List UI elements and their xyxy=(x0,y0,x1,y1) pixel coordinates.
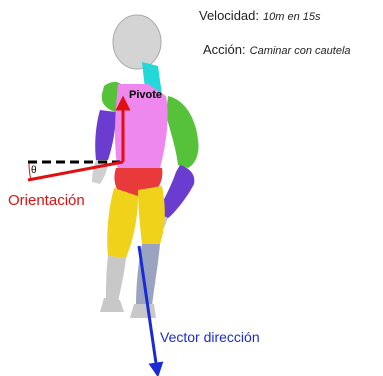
human-figure xyxy=(92,15,199,318)
left-thigh xyxy=(107,188,138,258)
velocity-value: 10m en 15s xyxy=(263,11,320,23)
orientation-diagonal xyxy=(28,162,123,180)
action-info: Acción: Caminar con cautela xyxy=(203,42,351,57)
action-label: Acción: xyxy=(203,42,246,57)
action-value: Caminar con cautela xyxy=(250,45,351,57)
left-shin xyxy=(106,256,126,302)
velocity-info: Velocidad: 10m en 15s xyxy=(199,8,320,23)
left-forearm xyxy=(92,160,108,184)
orientation-label: Orientación xyxy=(8,192,85,209)
direction-label: Vector dirección xyxy=(160,329,260,345)
head xyxy=(113,15,161,69)
pivot-label: Pivote xyxy=(129,89,162,101)
right-thigh xyxy=(138,186,165,244)
right-foot xyxy=(130,304,156,318)
left-upper-arm xyxy=(95,110,116,160)
left-foot xyxy=(100,298,124,312)
velocity-label: Velocidad: xyxy=(199,8,259,23)
right-upper-arm xyxy=(166,96,199,168)
theta-label: θ xyxy=(31,165,37,176)
